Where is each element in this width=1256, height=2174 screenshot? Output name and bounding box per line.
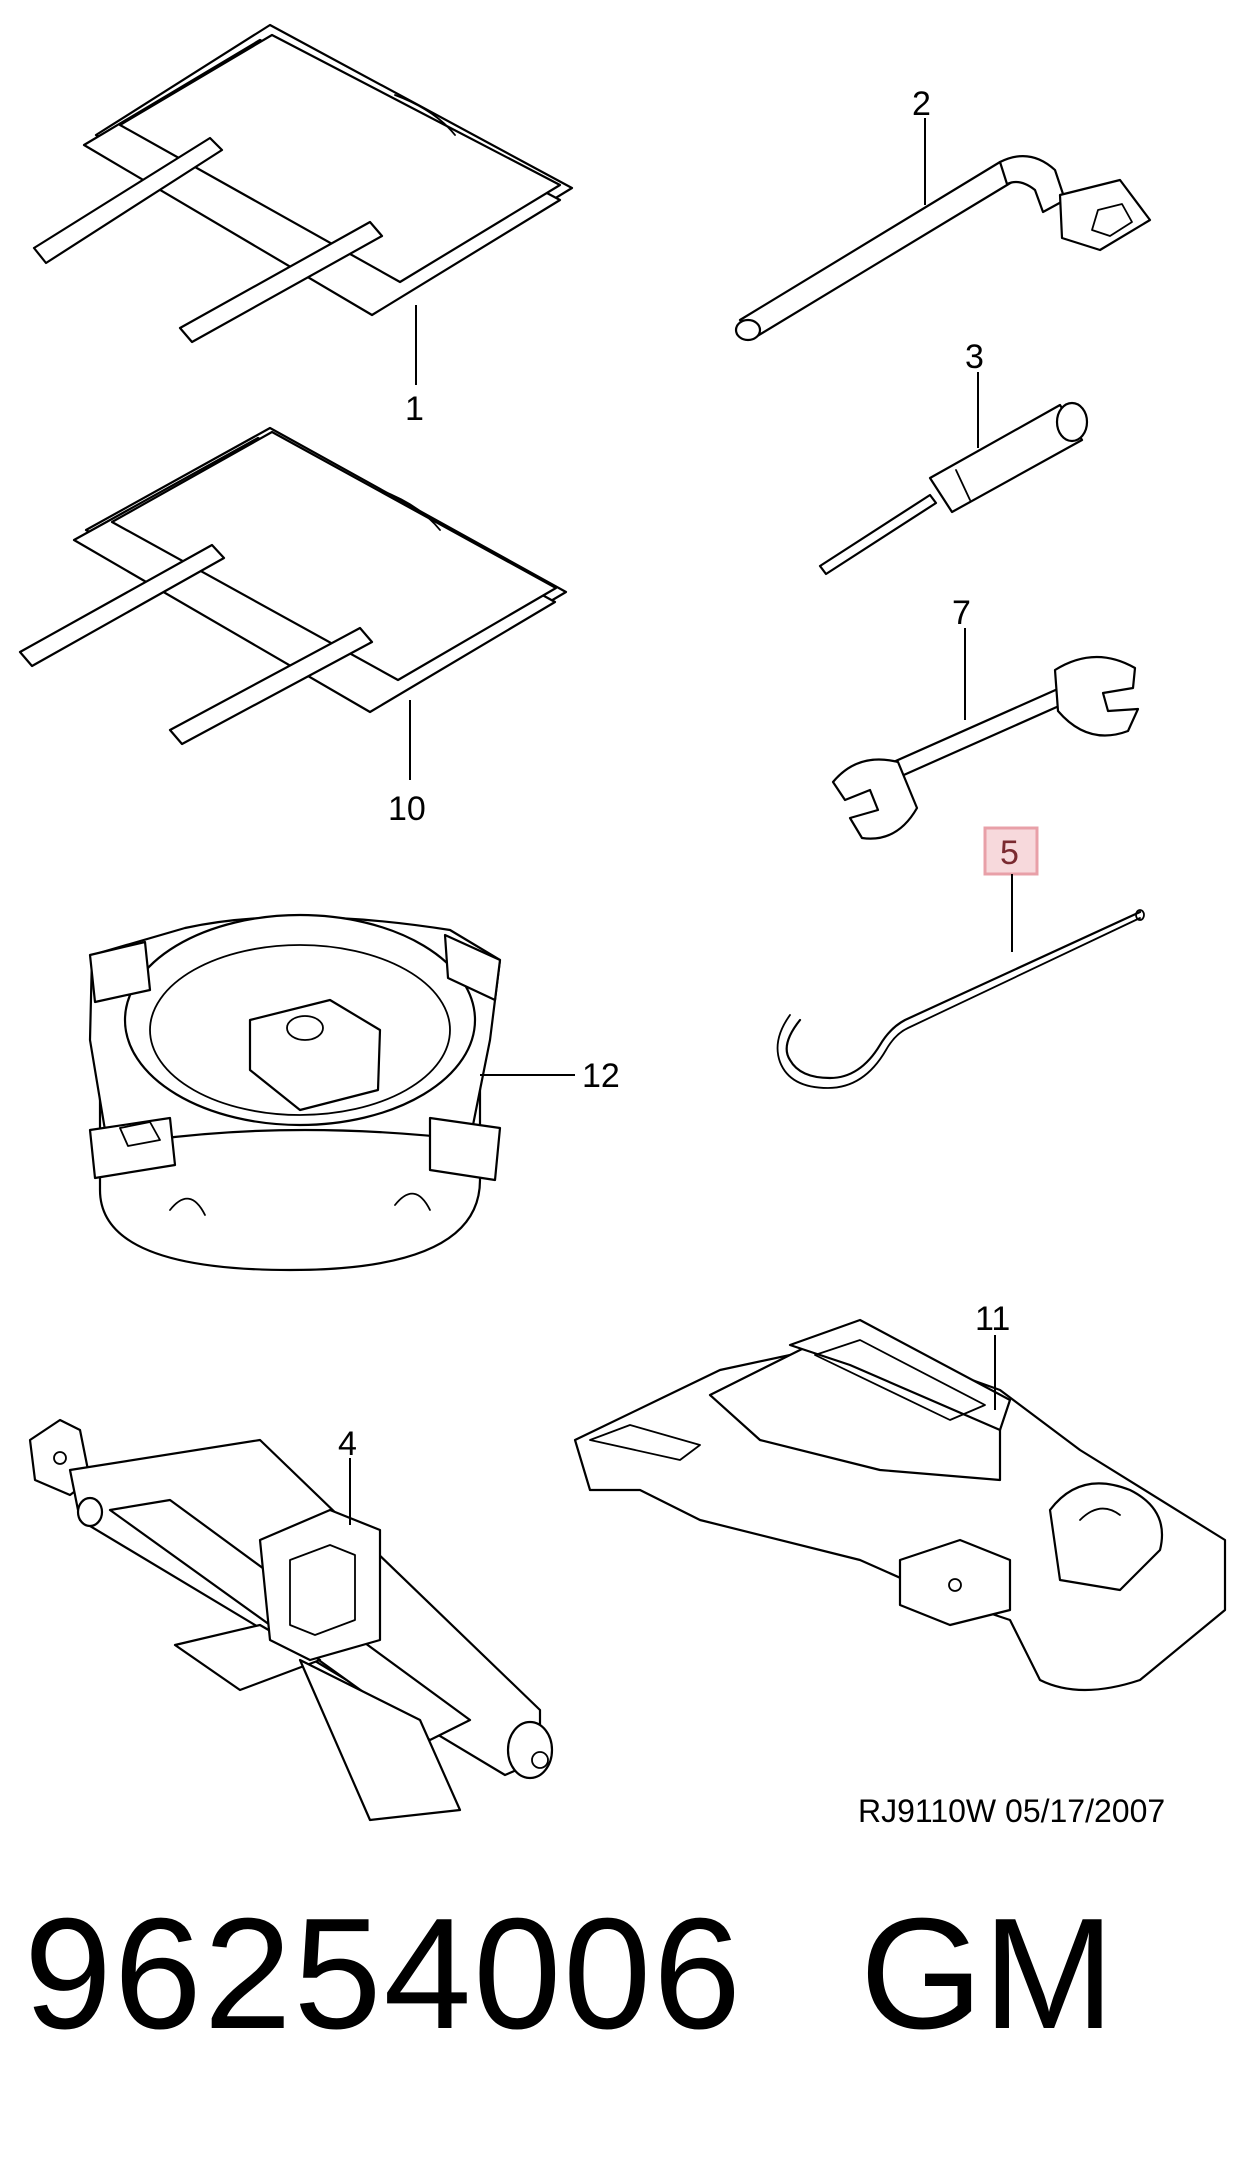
callout-2: 2	[912, 85, 931, 123]
brand-name: GM	[860, 1886, 1115, 2062]
tool-bag-top-drawing	[32, 23, 574, 344]
callout-12: 12	[582, 1057, 620, 1095]
callout-11: 11	[975, 1300, 1010, 1338]
spanner-drawing	[831, 655, 1140, 840]
callout-3: 3	[965, 338, 984, 376]
part-number: 96254006	[24, 1886, 743, 2062]
callout-5-highlight-box	[983, 826, 1039, 876]
callout-10: 10	[388, 790, 426, 828]
jack-holder-drawing	[573, 1318, 1227, 1692]
screwdriver-drawing	[818, 401, 1089, 576]
wheel-wrench-drawing	[734, 154, 1152, 342]
drawing-reference: RJ9110W 05/17/2007	[858, 1793, 1165, 1829]
tool-bag-bottom-drawing	[18, 426, 568, 746]
callout-5[interactable]: 5	[1000, 834, 1019, 872]
callout-7: 7	[952, 594, 971, 632]
parts-diagram: 1 10 2 3 7 5	[18, 23, 1227, 1829]
callout-1: 1	[405, 390, 424, 428]
callout-4: 4	[338, 1425, 357, 1463]
tire-well-tray-drawing	[88, 913, 502, 1272]
hook-rod-drawing	[776, 909, 1145, 1089]
jack-drawing	[28, 1418, 554, 1822]
